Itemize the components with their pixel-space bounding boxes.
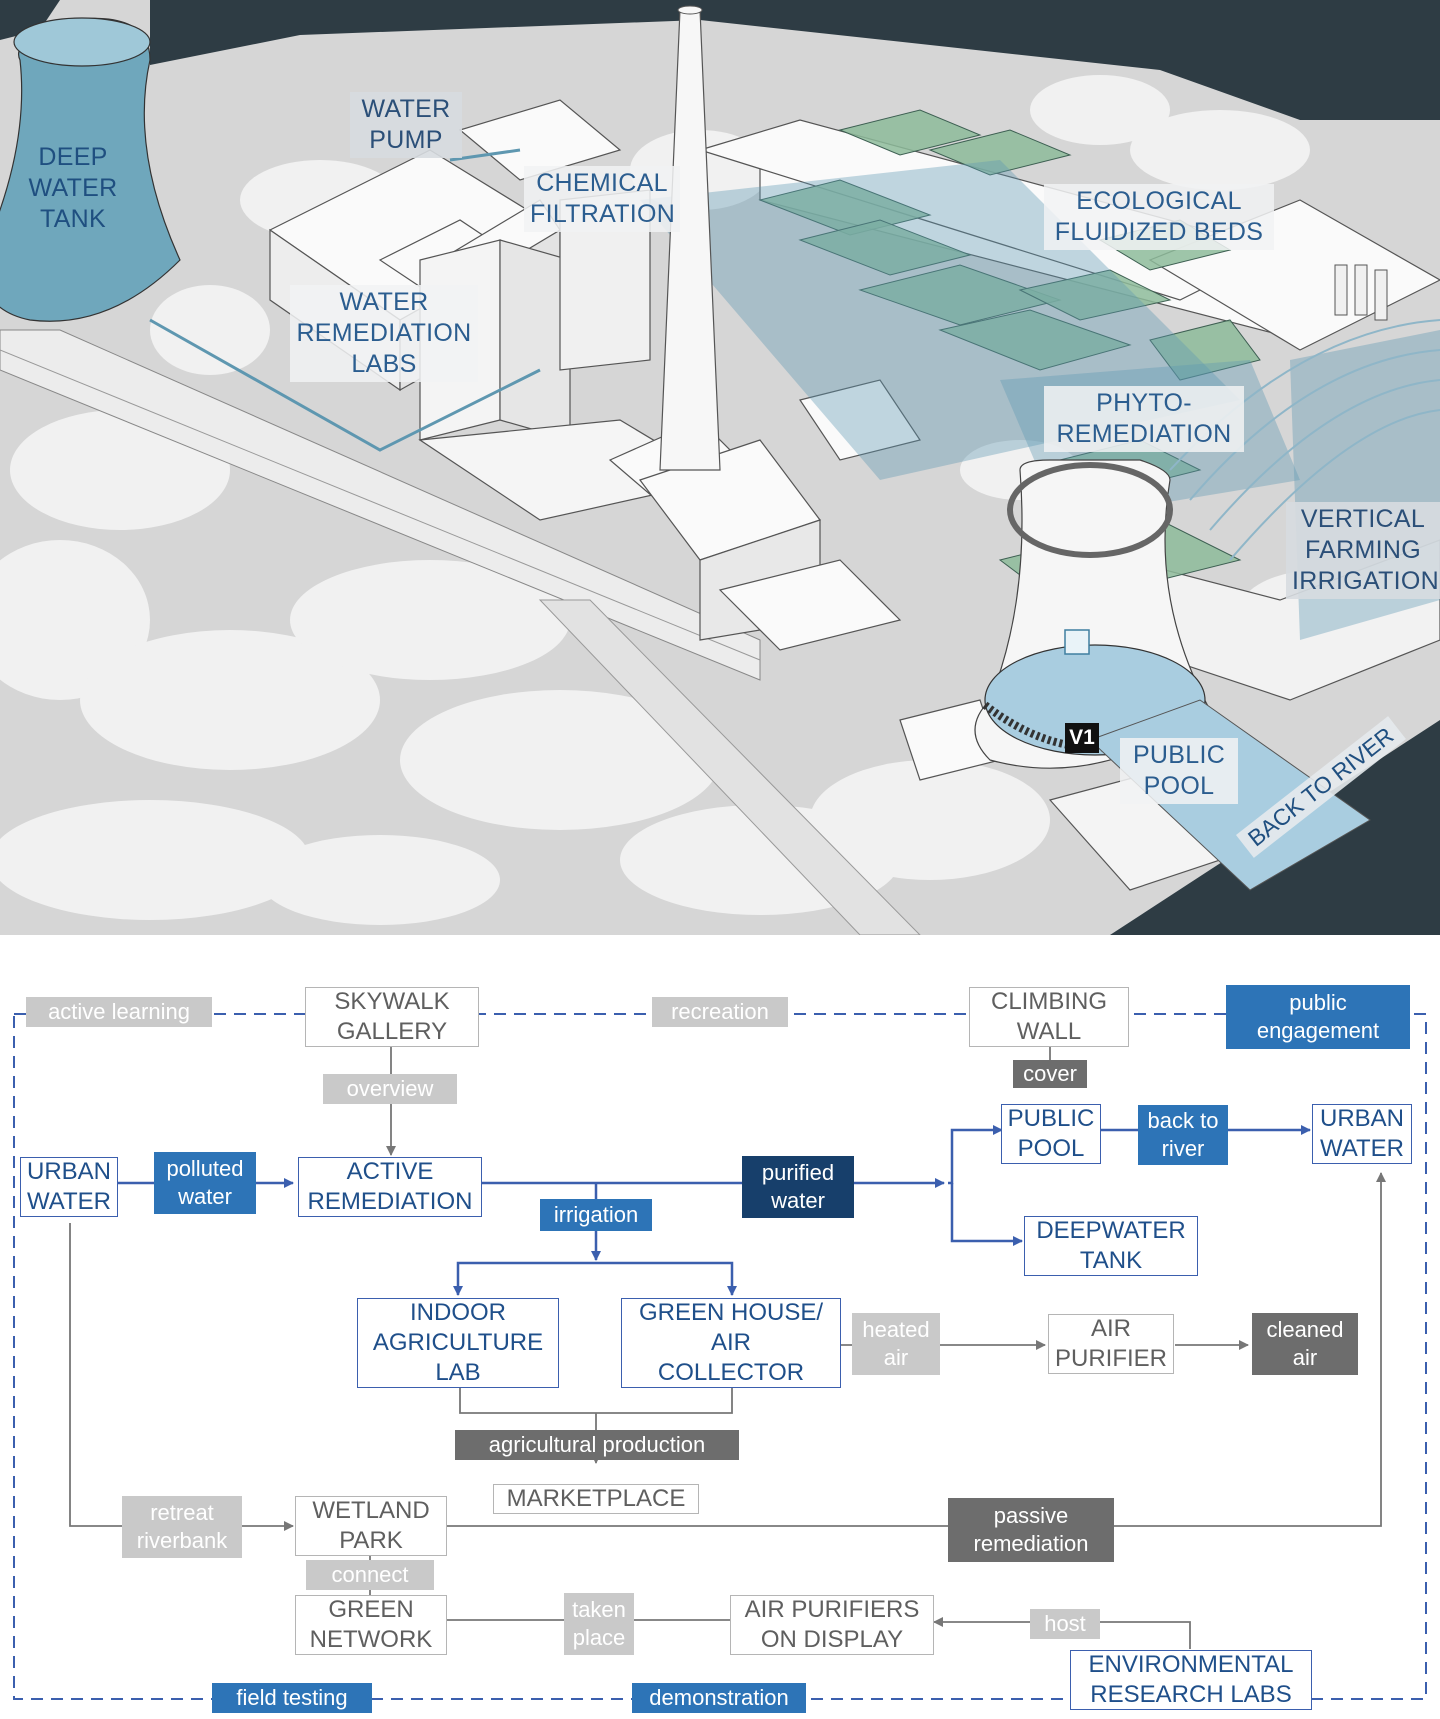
tag-demonstration: demonstration [632, 1683, 806, 1713]
tag-cover: cover [1013, 1060, 1087, 1088]
vertical-farming-arcs [1169, 319, 1440, 561]
tag-agricultural-production: agricultural production [455, 1430, 739, 1460]
tag-host: host [1030, 1609, 1100, 1639]
view-marker-v1: V1 [1065, 723, 1099, 753]
pool-cube [1064, 629, 1090, 655]
chimney-top [677, 5, 703, 15]
tag-active-learning: active learning [26, 997, 212, 1027]
node-marketplace: MARKETPLACE [493, 1484, 699, 1514]
deep-water-tank-top [13, 17, 151, 67]
tag-overview: overview [323, 1074, 457, 1104]
river-corner [0, 0, 60, 40]
pipe-lines [149, 148, 541, 452]
tag-field-testing: field testing [212, 1683, 372, 1713]
tree-canopy-group [0, 75, 1400, 925]
rail-line [0, 349, 761, 661]
spiral-ramp [1007, 462, 1173, 558]
greenhouse-beds [758, 109, 1261, 591]
tag-irrigation: irrigation [540, 1199, 652, 1231]
small-chimneys [1334, 264, 1388, 321]
access-road [538, 599, 921, 935]
tag-connect: connect [306, 1560, 434, 1590]
tag-recreation: recreation [652, 997, 788, 1027]
label-phyto-remediation: PHYTO-REMEDIATION [1044, 386, 1244, 452]
river-top [150, 0, 1440, 120]
